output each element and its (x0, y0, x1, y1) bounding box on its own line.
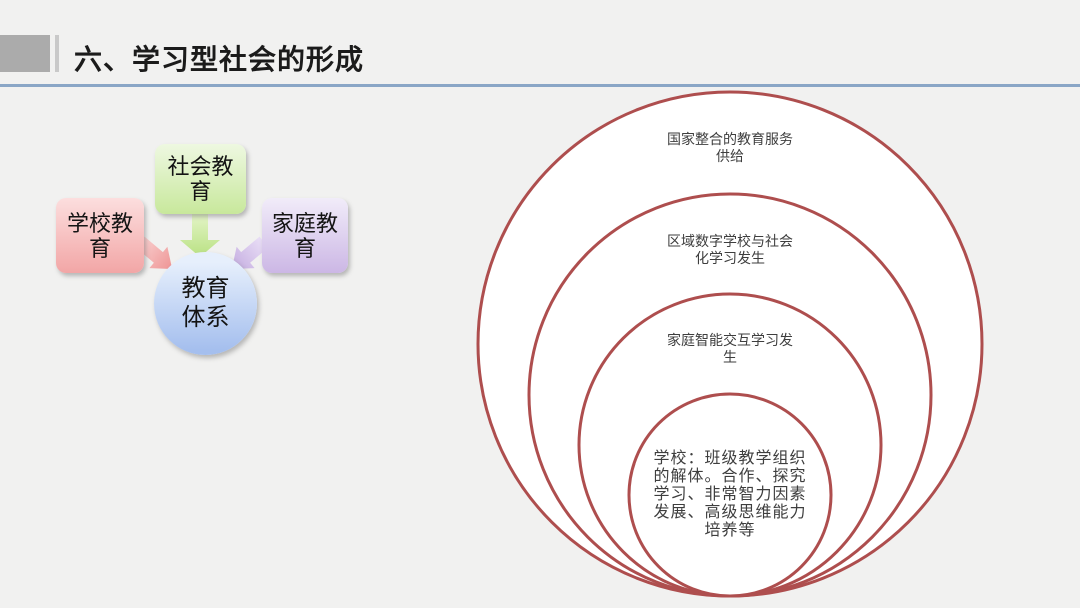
header-accent-tick (55, 35, 59, 72)
ring-label-school-line-1: 学校：班级教学组织 (653, 450, 807, 467)
ring-circle-4 (627, 392, 833, 598)
ring-label-school-line-4: 发展、高级思维能力 (653, 504, 807, 521)
arrow-family-to-system (231, 236, 269, 269)
node-family-line-2: 育 (293, 235, 316, 261)
node-education-system: 教育 体系 (154, 252, 257, 355)
node-school-line-2: 育 (88, 235, 111, 261)
ring-label-school-line-3: 学习、非常智力因素 (653, 486, 807, 503)
ring-label-family-line-2: 生 (723, 351, 737, 366)
ring-label-school-line-2: 的解体。合作、探究 (653, 468, 807, 485)
node-society-line-1: 社会教 (167, 154, 234, 179)
node-school-line-1: 学校教 (66, 210, 133, 236)
ring-label-school: 学校：班级教学组织 的解体。合作、探究 学习、非常智力因素 发展、高级思维能力 … (590, 450, 870, 540)
node-society-education: 社会教 育 (155, 144, 246, 214)
slide-title: 六、学习型社会的形成 (74, 44, 365, 75)
node-system-line-2: 体系 (181, 304, 230, 331)
node-society-line-2: 育 (189, 179, 212, 204)
ring-label-national: 国家整合的教育服务 供给 (560, 132, 900, 166)
ring-label-national-line-2: 供给 (716, 150, 744, 165)
ring-label-family: 家庭智能交互学习发 生 (560, 333, 900, 367)
arrow-school-to-system (135, 236, 173, 269)
ring-label-regional-line-1: 区域数字学校与社会 (667, 235, 793, 250)
node-family-education: 家庭教 育 (262, 198, 348, 273)
ring-label-regional: 区域数字学校与社会 化学习发生 (560, 234, 900, 268)
arrow-society-to-system (180, 211, 220, 257)
ring-label-family-line-1: 家庭智能交互学习发 (667, 334, 793, 349)
ring-label-national-line-1: 国家整合的教育服务 (667, 133, 793, 148)
ring-label-school-line-5: 培养等 (704, 522, 756, 539)
header-accent-square (0, 35, 50, 72)
node-school-education: 学校教 育 (56, 198, 144, 273)
header-divider-line (0, 84, 1080, 87)
node-system-line-1: 教育 (181, 275, 230, 302)
node-family-line-1: 家庭教 (271, 210, 338, 236)
ring-label-regional-line-2: 化学习发生 (695, 252, 765, 267)
